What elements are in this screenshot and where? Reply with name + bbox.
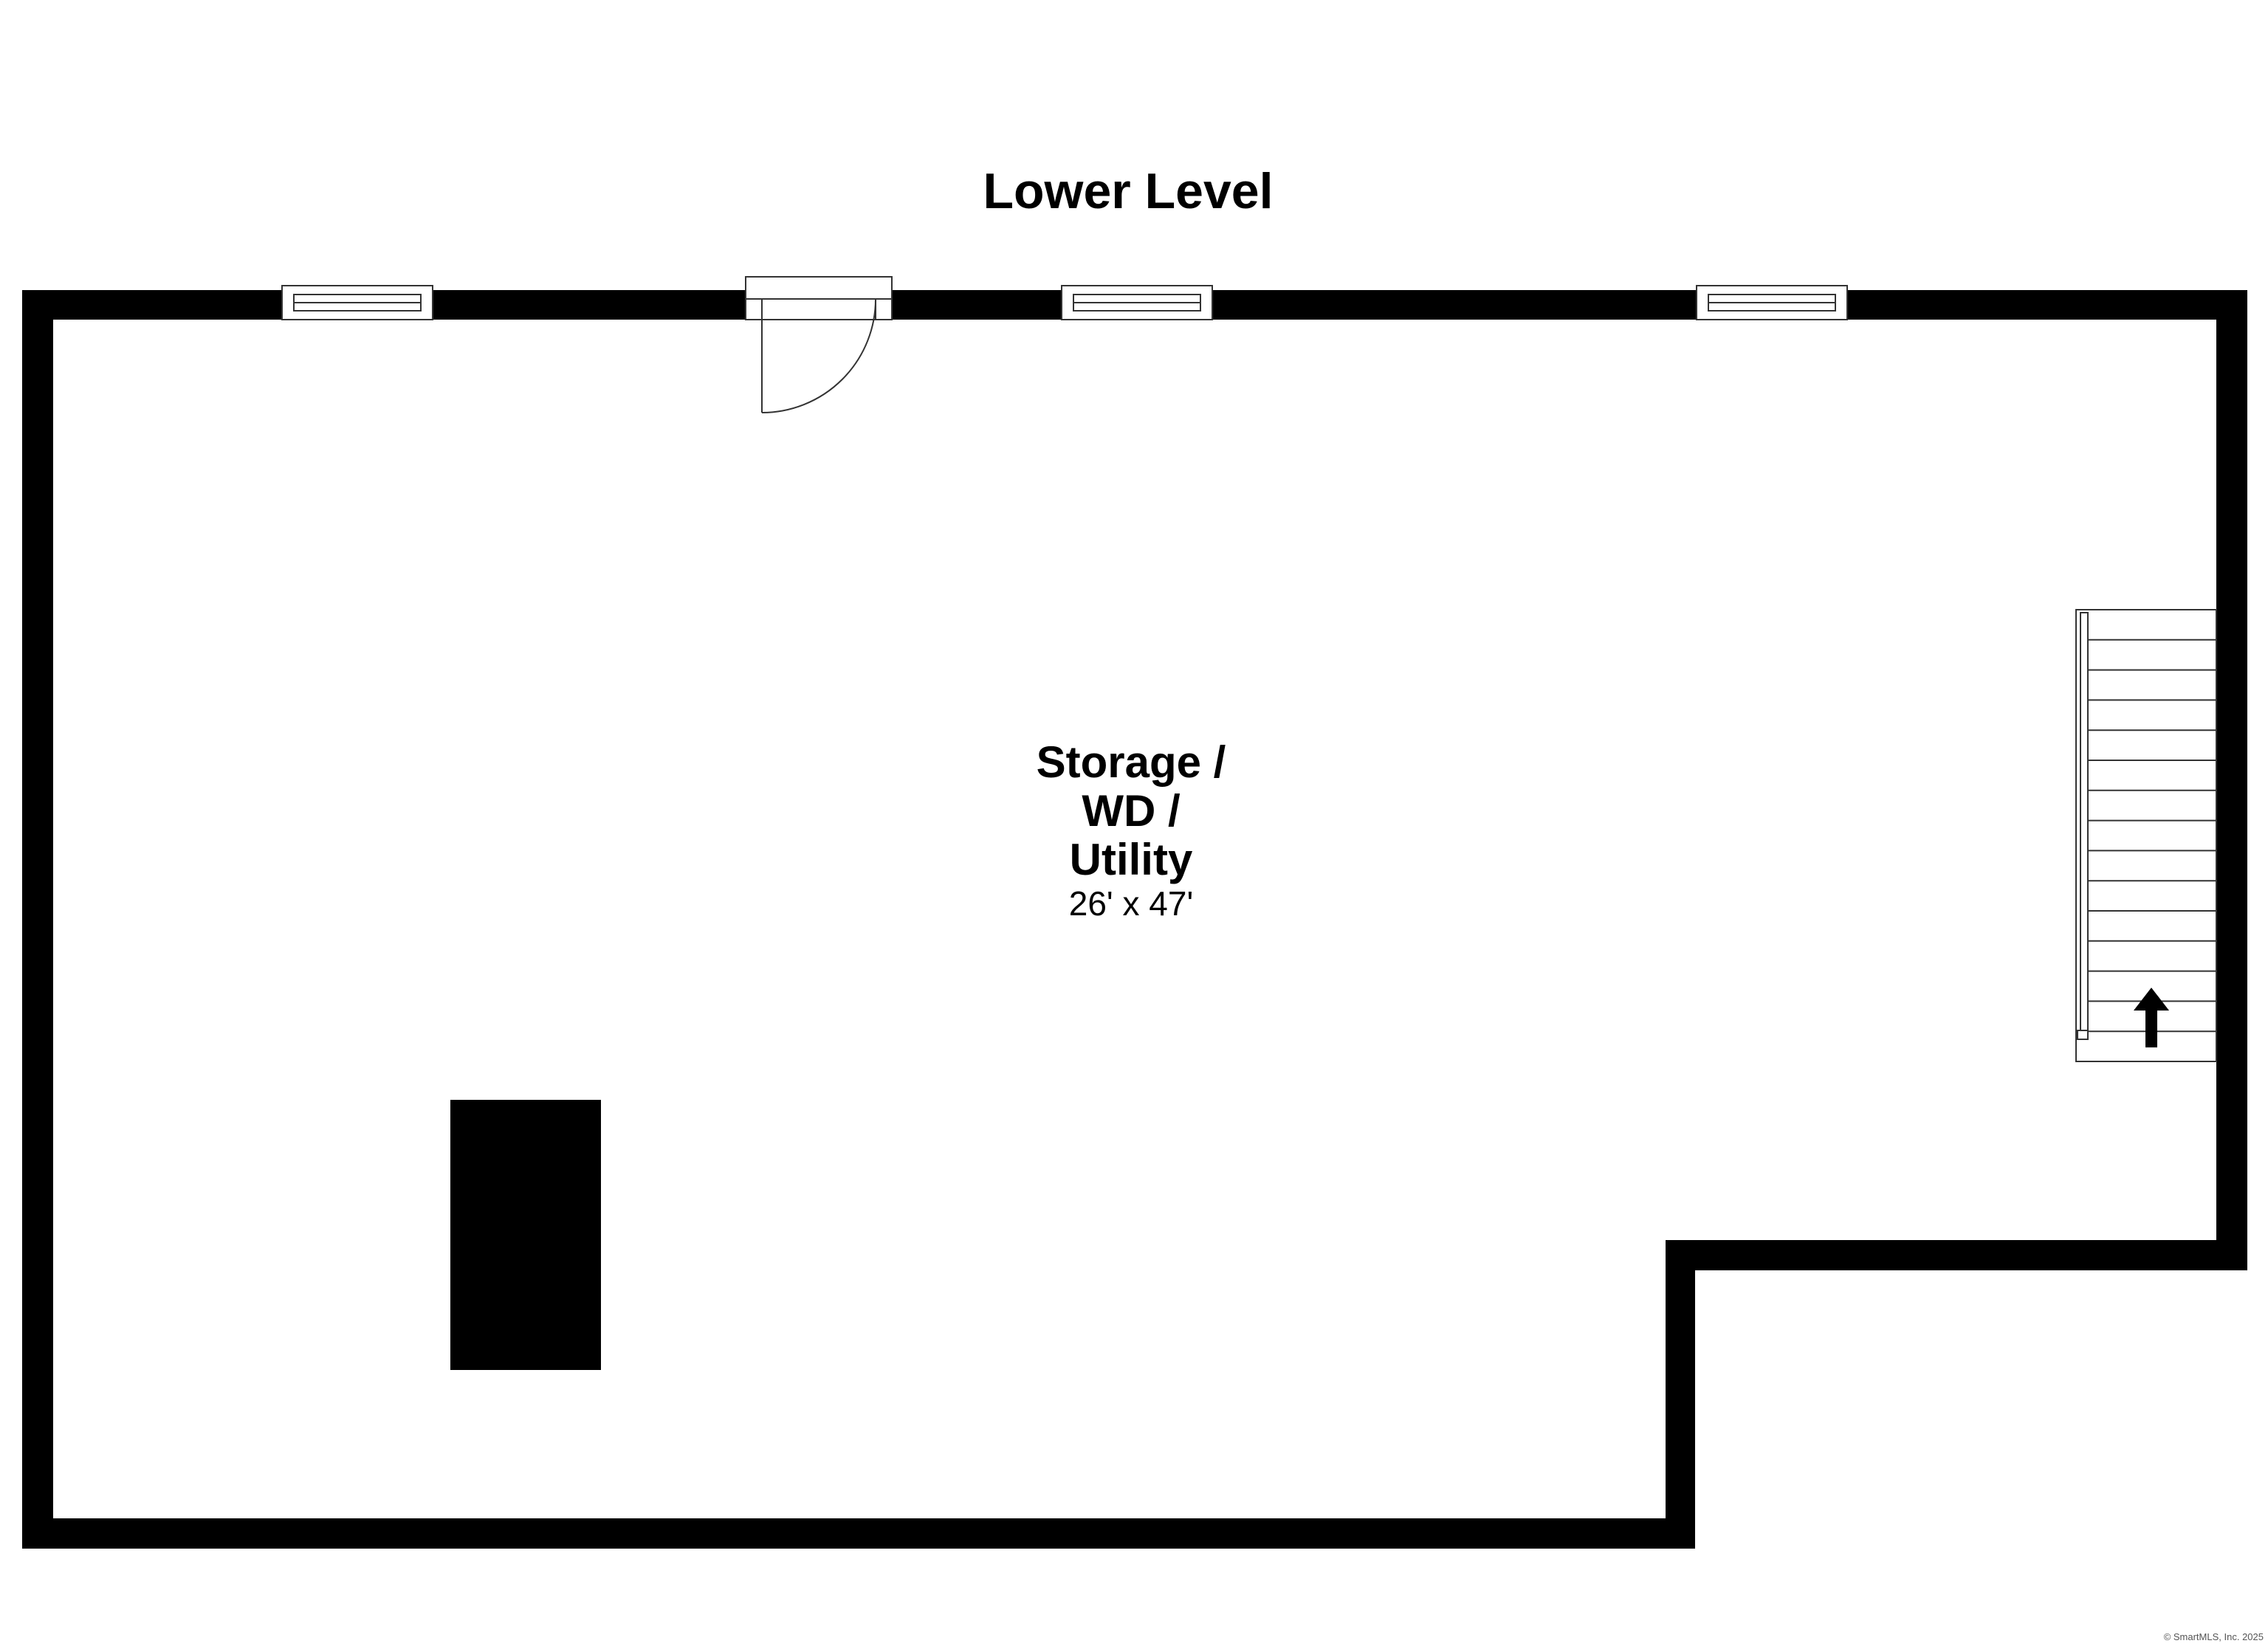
room-dimensions: 26' x 47' [1069, 884, 1193, 923]
copyright-notice: © SmartMLS, Inc. 2025 [2164, 1631, 2264, 1642]
room-name-line-3: Utility [1070, 835, 1193, 884]
door-icon [745, 276, 893, 413]
window-icon [1696, 285, 1848, 320]
window-icon [1061, 285, 1213, 320]
floor-plan-title: Lower Level [983, 163, 1273, 219]
room-name-line-1: Storage / [1037, 737, 1226, 787]
window-icon [281, 285, 433, 320]
stair-arrow-up-icon [2134, 988, 2169, 1047]
staircase [2075, 609, 2217, 1062]
room-name-line-2: WD / [1082, 786, 1181, 836]
chimney-block [450, 1100, 601, 1370]
